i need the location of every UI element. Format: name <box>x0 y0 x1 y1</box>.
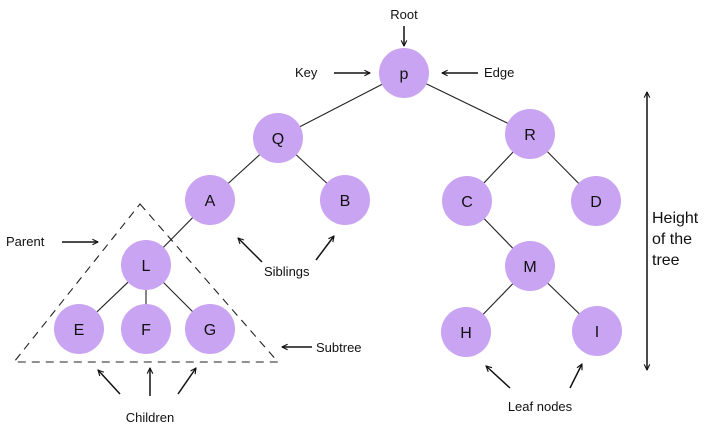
tree-node-g: G <box>185 304 235 354</box>
node-circle <box>320 175 370 225</box>
height-label-line3: tree <box>652 252 680 269</box>
edge-label: Edge <box>484 65 514 80</box>
tree-node-p: p <box>379 48 429 98</box>
leaf-nodes-arrow-right <box>569 364 583 389</box>
node-circle <box>379 48 429 98</box>
node-label: C <box>461 194 473 211</box>
node-circle <box>185 175 235 225</box>
node-label: G <box>204 322 216 339</box>
node-circle <box>185 304 235 354</box>
tree-node-d: D <box>571 176 621 226</box>
parent-label: Parent <box>6 234 45 249</box>
tree-node-m: M <box>505 241 555 291</box>
node-circle <box>505 241 555 291</box>
children-arrow-left <box>98 370 121 395</box>
node-label: Q <box>272 131 284 148</box>
node-label: H <box>460 325 472 342</box>
node-label: E <box>74 322 85 339</box>
key-label: Key <box>295 65 318 80</box>
leaf-nodes-label: Leaf nodes <box>508 399 573 414</box>
tree-node-h: H <box>441 307 491 357</box>
height-label-line2: of the <box>652 231 692 248</box>
node-label: R <box>524 127 536 144</box>
siblings-arrow-right <box>315 236 334 261</box>
node-label: M <box>523 259 536 276</box>
tree-node-f: F <box>121 304 171 354</box>
node-circle <box>505 109 555 159</box>
subtree-label: Subtree <box>316 340 362 355</box>
node-circle <box>572 306 622 356</box>
root-label: Root <box>390 7 418 22</box>
node-label: p <box>400 66 409 83</box>
siblings-arrow-left <box>238 238 263 263</box>
node-circle <box>121 304 171 354</box>
children-label: Children <box>126 410 174 425</box>
node-label: I <box>595 324 599 341</box>
node-label: D <box>590 194 602 211</box>
nodes-layer: pQ R A B C D L M E F G H I <box>54 48 622 357</box>
node-circle <box>571 176 621 226</box>
tree-node-r: R <box>505 109 555 159</box>
height-label-line1: Height <box>652 210 699 227</box>
node-label: L <box>142 258 151 275</box>
node-circle <box>54 304 104 354</box>
node-circle <box>441 307 491 357</box>
tree-node-a: A <box>185 175 235 225</box>
node-circle <box>121 240 171 290</box>
siblings-label: Siblings <box>264 264 310 279</box>
children-arrow-right <box>177 368 196 395</box>
node-label: F <box>141 322 151 339</box>
node-label: A <box>205 193 216 210</box>
tree-node-c: C <box>442 176 492 226</box>
tree-node-q: Q <box>253 113 303 163</box>
subtree-outline <box>12 203 280 363</box>
node-circle <box>253 113 303 163</box>
tree-node-b: B <box>320 175 370 225</box>
leaf-nodes-arrow-left <box>486 366 511 389</box>
tree-node-i: I <box>572 306 622 356</box>
node-label: B <box>340 193 351 210</box>
node-circle <box>442 176 492 226</box>
tree-node-l: L <box>121 240 171 290</box>
tree-node-e: E <box>54 304 104 354</box>
